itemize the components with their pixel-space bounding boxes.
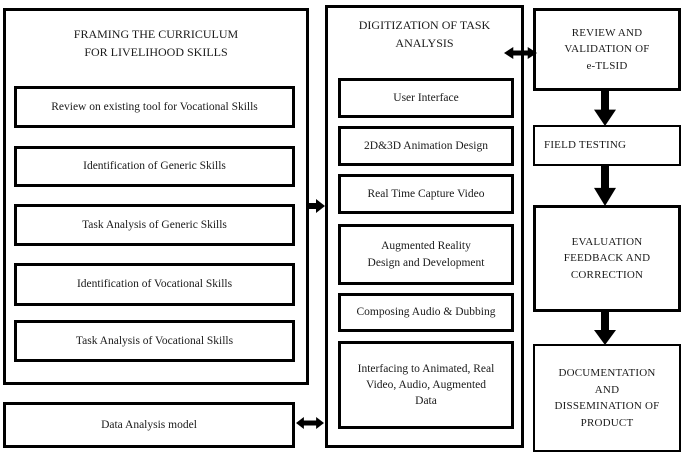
box-identification-vocational-skills: Identification of Vocational Skills bbox=[14, 263, 295, 306]
box-data-analysis-model-label: Data Analysis model bbox=[101, 418, 197, 431]
box-identification-generic-skills-label: Identification of Generic Skills bbox=[83, 160, 226, 173]
box-real-time-capture-video: Real Time Capture Video bbox=[338, 174, 514, 214]
box-interfacing-animated-data: Interfacing to Animated, Real Video, Aud… bbox=[338, 341, 514, 429]
box-user-interface: User Interface bbox=[338, 78, 514, 118]
box-real-time-capture-video-label: Real Time Capture Video bbox=[367, 187, 485, 200]
box-task-analysis-vocational-skills-label: Task Analysis of Vocational Skills bbox=[75, 334, 234, 347]
arrow-down-icon bbox=[594, 165, 616, 206]
box-field-testing: FIELD TESTING bbox=[533, 125, 681, 166]
left-panel-title: FRAMING THE CURRICULUM FOR LIVELIHOOD SK… bbox=[73, 27, 239, 59]
box-documentation-dissemination-label: DOCUMENTATION AND DISSEMINATION OF PRODU… bbox=[554, 367, 660, 429]
box-review-existing-tool-label: Review on existing tool for Vocational S… bbox=[51, 100, 258, 113]
box-interfacing-animated-data-label: Interfacing to Animated, Real Video, Aud… bbox=[357, 362, 495, 408]
box-evaluation-feedback-correction: EVALUATION FEEDBACK AND CORRECTION bbox=[533, 205, 681, 312]
arrow-down-icon bbox=[594, 89, 616, 126]
arrow-double-horizontal-icon bbox=[296, 415, 324, 431]
box-2d3d-animation-design-label: 2D&3D Animation Design bbox=[364, 139, 488, 152]
box-augmented-reality-design-label: Augmented Reality Design and Development bbox=[367, 240, 485, 269]
box-identification-vocational-skills-label: Identification of Vocational Skills bbox=[76, 278, 233, 291]
box-task-analysis-generic-skills-label: Task Analysis of Generic Skills bbox=[82, 218, 227, 231]
box-composing-audio-dubbing-label: Composing Audio & Dubbing bbox=[356, 306, 496, 319]
box-review-validation-etlsid: REVIEW AND VALIDATION OF e-TLSID bbox=[533, 8, 681, 91]
box-2d3d-animation-design: 2D&3D Animation Design bbox=[338, 126, 514, 166]
box-data-analysis-model: Data Analysis model bbox=[3, 402, 295, 448]
box-review-existing-tool: Review on existing tool for Vocational S… bbox=[14, 86, 295, 128]
box-augmented-reality-design: Augmented Reality Design and Development bbox=[338, 224, 514, 285]
arrow-right-icon bbox=[306, 198, 325, 214]
box-identification-generic-skills: Identification of Generic Skills bbox=[14, 146, 295, 187]
box-review-validation-etlsid-label: REVIEW AND VALIDATION OF e-TLSID bbox=[564, 26, 650, 72]
middle-panel-title: DIGITIZATION OF TASK ANALYSIS bbox=[358, 18, 491, 50]
box-user-interface-label: User Interface bbox=[393, 91, 459, 104]
box-evaluation-feedback-correction-label: EVALUATION FEEDBACK AND CORRECTION bbox=[563, 235, 651, 281]
arrow-down-icon bbox=[594, 311, 616, 345]
box-task-analysis-generic-skills: Task Analysis of Generic Skills bbox=[14, 204, 295, 246]
box-documentation-dissemination: DOCUMENTATION AND DISSEMINATION OF PRODU… bbox=[533, 344, 681, 452]
box-task-analysis-vocational-skills: Task Analysis of Vocational Skills bbox=[14, 320, 295, 362]
box-field-testing-label: FIELD TESTING bbox=[544, 139, 627, 152]
arrow-double-horizontal-icon bbox=[504, 45, 537, 61]
box-composing-audio-dubbing: Composing Audio & Dubbing bbox=[338, 293, 514, 332]
